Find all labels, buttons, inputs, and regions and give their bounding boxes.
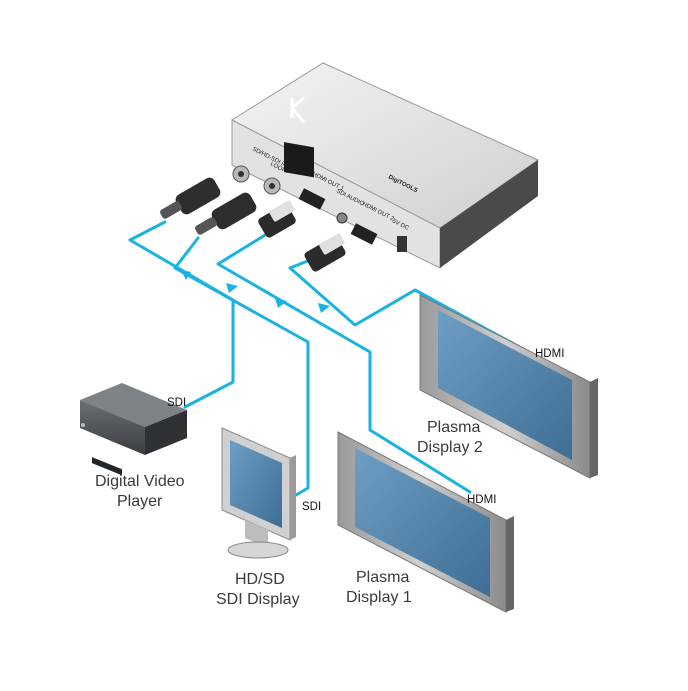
device-side [440,160,538,268]
player-label-line2: Player [117,493,163,510]
plasma1-label-line1: Plasma [356,569,409,586]
power-port-icon [397,236,407,252]
bnc-port-loop [263,177,281,195]
cable-hdmi-out2 [288,250,527,352]
digitools-device: DigiTOOLS SD/HD-SDI IN LOOP HDMI OUT 1 S… [160,62,540,272]
bnc-port-sdi-in [232,165,250,183]
cable-hdmi-out1 [216,230,472,494]
bnc-connector-in [160,177,221,219]
sdi-display-cable-label: SDI [302,501,321,513]
plasma2-label-line1: Plasma [427,419,480,436]
arrow-icon [318,303,330,313]
sdi-display-label-line1: HD/SD [235,571,285,588]
hdmi-port-out2 [350,223,378,245]
hdmi-port-out1 [298,188,326,210]
plasma1-label-line2: Display 1 [346,589,412,606]
plasma2-label-line2: Display 2 [417,439,483,456]
audio-port-icon [336,212,348,224]
plasma-display-1 [337,431,514,613]
hdmi-plasma1-label: HDMI [467,494,496,506]
arrow-icon [181,270,191,280]
kramer-logo-icon [284,96,314,178]
player-label-line1: Digital Video [95,473,185,490]
arrow-icon [226,283,238,293]
sdi-display-label-line2: SDI Display [216,591,300,608]
digital-video-player [80,383,187,476]
bnc-connector-loop [195,192,257,235]
arrow-icon [275,298,287,308]
hdmi-plasma2-label: HDMI [535,348,564,360]
hdmi-connector-out2 [304,233,346,272]
sdi-display-monitor [221,427,296,559]
cables [128,220,527,497]
cable-sdi-input [128,220,235,409]
plasma-display-2 [419,294,598,479]
hdmi-connector-out1 [258,200,296,238]
cable-sdi-loop [173,236,310,497]
sdi-player-label: SDI [167,397,186,409]
